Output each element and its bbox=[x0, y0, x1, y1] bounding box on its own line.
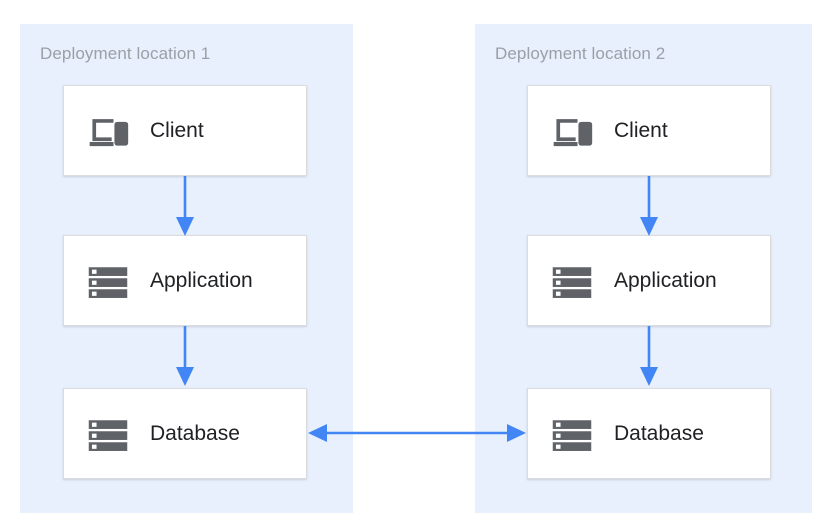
server-rack-icon bbox=[552, 266, 592, 298]
node-database-2[interactable]: Database bbox=[527, 388, 771, 479]
node-client-2[interactable]: Client bbox=[527, 85, 771, 176]
node-client-1[interactable]: Client bbox=[63, 85, 307, 176]
node-client-1-label: Client bbox=[150, 118, 204, 142]
devices-icon bbox=[89, 118, 129, 146]
zone-2-title: Deployment location 2 bbox=[495, 44, 666, 63]
node-database-1-label: Database bbox=[150, 421, 240, 445]
arrow-application-to-database-2 bbox=[640, 326, 658, 386]
server-rack-icon bbox=[552, 419, 592, 451]
arrow-client-to-application-2 bbox=[640, 176, 658, 236]
node-database-1[interactable]: Database bbox=[63, 388, 307, 479]
server-rack-icon bbox=[88, 266, 128, 298]
node-client-2-label: Client bbox=[614, 118, 668, 142]
arrow-application-to-database-1 bbox=[176, 326, 194, 386]
node-application-1[interactable]: Application bbox=[63, 235, 307, 326]
devices-icon bbox=[553, 118, 593, 146]
node-database-2-label: Database bbox=[614, 421, 704, 445]
zone-1-title: Deployment location 1 bbox=[40, 44, 211, 63]
node-application-2-label: Application bbox=[614, 268, 717, 292]
arrow-client-to-application-1 bbox=[176, 176, 194, 236]
node-application-2[interactable]: Application bbox=[527, 235, 771, 326]
node-application-1-label: Application bbox=[150, 268, 253, 292]
arrow-database-replication-bidirectional bbox=[308, 424, 526, 442]
server-rack-icon bbox=[88, 419, 128, 451]
